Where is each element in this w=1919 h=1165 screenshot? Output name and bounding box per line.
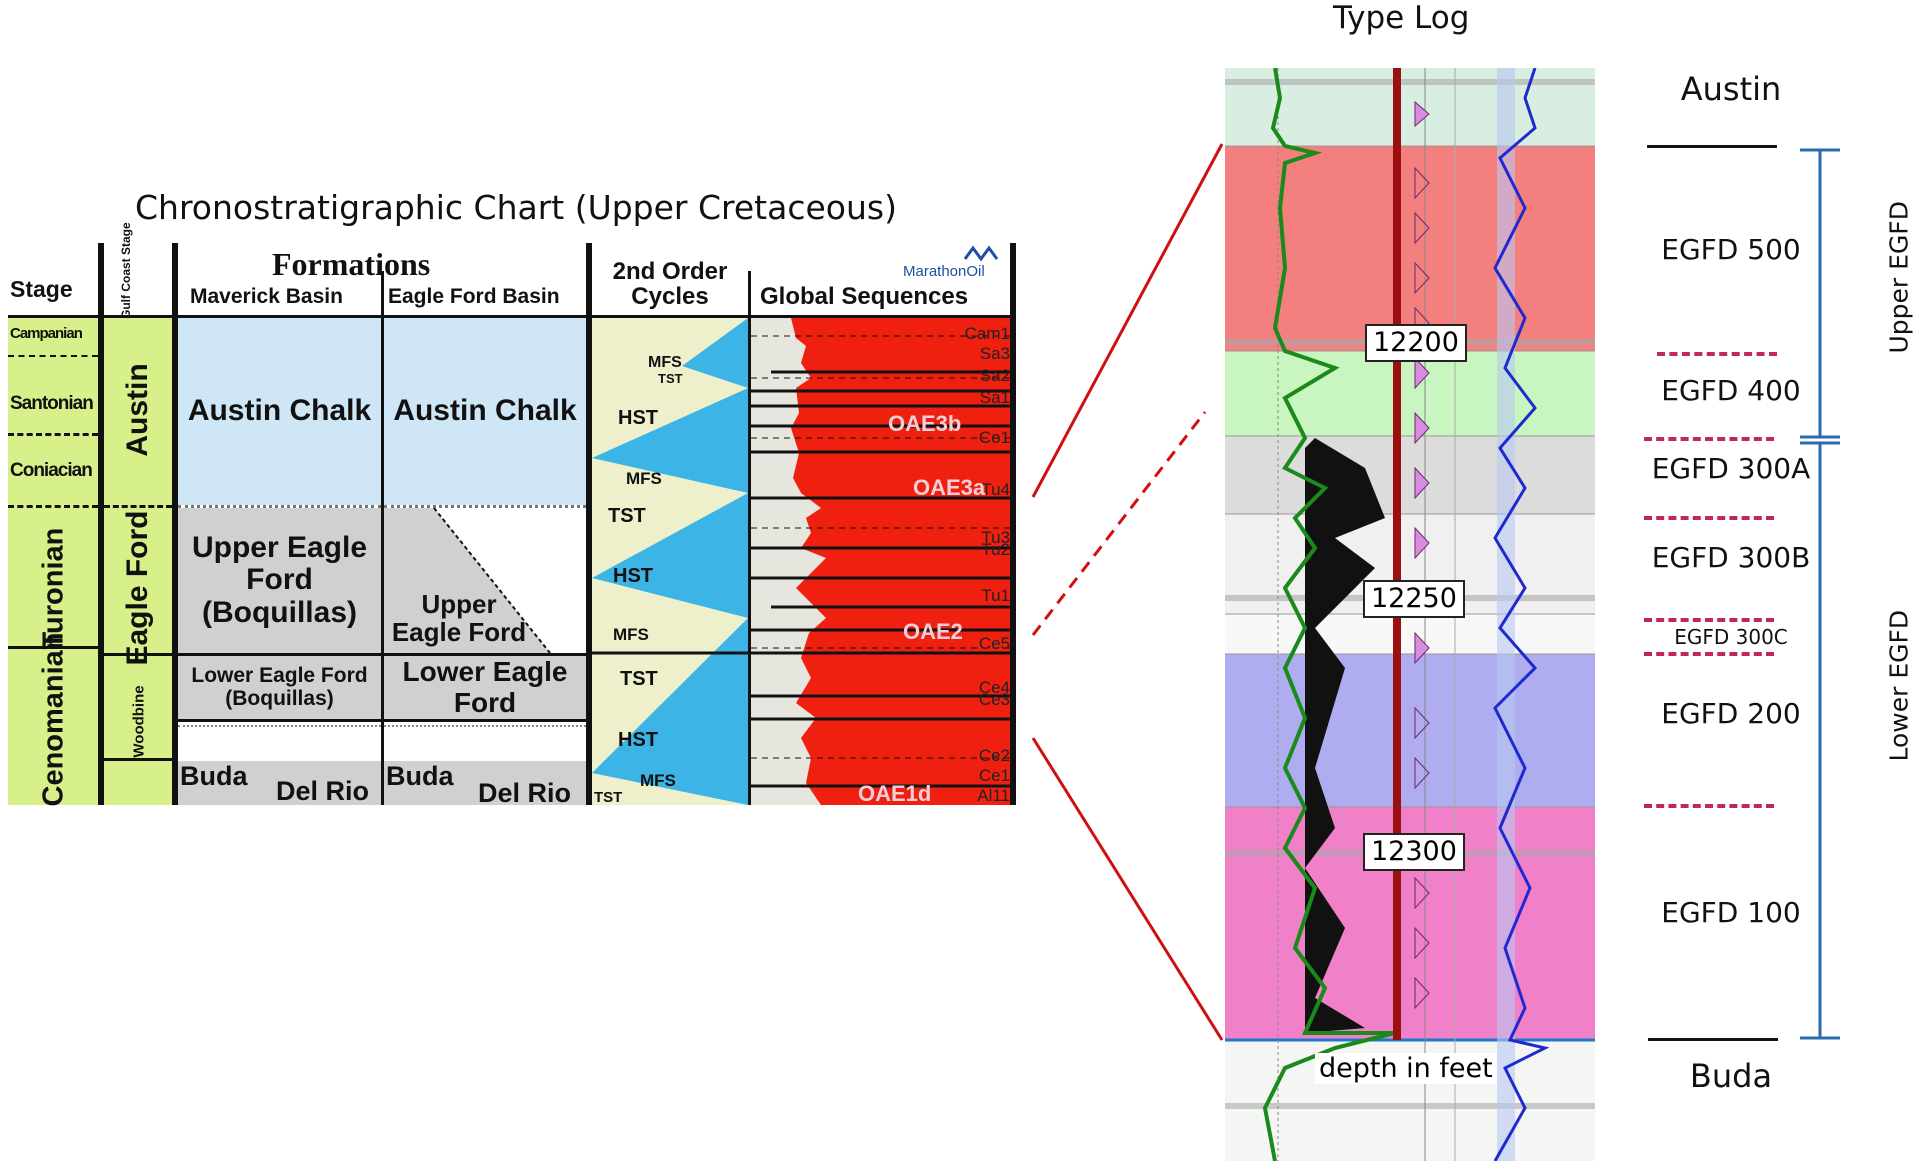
cycle-tst-3: TST — [620, 668, 658, 690]
group-upper-egfd: Upper EGFD — [1884, 201, 1914, 354]
unit-austin: Austin — [1680, 70, 1782, 108]
eagleford-lower-eagle-ford: Lower Eagle Ford — [384, 656, 586, 719]
seq-sa3: Sa3 — [979, 344, 1010, 363]
stage-campanian: Campanian — [10, 325, 83, 342]
unit-egfd-400: EGFD 400 — [1661, 374, 1801, 407]
depth-label-12250: 12250 — [1363, 580, 1465, 618]
unit-egfd-300c: EGFD 300C — [1674, 625, 1788, 649]
marathon-logo: MarathonOil — [903, 245, 1003, 280]
cycle-mfs-1: MFS — [648, 354, 682, 371]
cycle-hst-3: HST — [618, 729, 658, 751]
unit-egfd-500: EGFD 500 — [1661, 233, 1801, 266]
seq-ce1: Ce1 — [978, 766, 1010, 785]
global-sequences-header: Global Sequences — [760, 283, 969, 310]
eagleford-wedge — [384, 508, 551, 653]
maverick-lower-eagle-ford: Lower Eagle Ford (Boquillas) — [178, 656, 381, 719]
depth-label-12300: 12300 — [1363, 833, 1465, 871]
seq-tu1: Tu1 — [981, 586, 1010, 605]
stage-coniacian: Coniacian — [10, 460, 93, 481]
formations-header: Formations — [272, 246, 431, 282]
seq-ce4: Ce4 — [978, 678, 1010, 697]
cycle-mfs-3: MFS — [613, 625, 649, 644]
depth-caption: depth in feet — [1315, 1053, 1497, 1084]
oae1d-label: OAE1d — [858, 781, 932, 806]
cycle-tst-4: TST — [594, 789, 623, 806]
eagleford-header: Eagle Ford Basin — [388, 285, 560, 308]
seq-tu3: Tu3 — [981, 528, 1010, 547]
seq-co1: Co1 — [978, 428, 1010, 447]
seq-tu4: Tu4 — [981, 480, 1010, 499]
eagleford-del-rio: Del Rio — [478, 778, 572, 808]
eagleford-upper-eagle-ford: Upper Eagle Ford — [391, 588, 527, 647]
unit-buda: Buda — [1689, 1057, 1773, 1095]
oae3a-label: OAE3a — [913, 475, 986, 500]
depth-label-12200: 12200 — [1365, 324, 1467, 362]
maverick-buda: Buda — [180, 761, 248, 791]
seq-sa1: Sa1 — [979, 388, 1010, 407]
seq-al11: Al11 — [977, 786, 1010, 805]
stage-santonian: Santonian — [10, 393, 94, 414]
sequence-labels: Cam1 Sa3 Sa2 Sa1 Co1 Tu4 Tu3 Tu2 Tu1 Ce5… — [751, 318, 1010, 805]
oae2-label: OAE2 — [903, 619, 963, 644]
seq-tu2: Tu2 — [981, 540, 1010, 559]
group-brackets — [1800, 148, 1840, 1040]
seq-ce2: Ce2 — [978, 746, 1010, 765]
cycle-mfs-4: MFS — [640, 771, 676, 790]
group-lower-egfd: Lower EGFD — [1884, 609, 1914, 762]
cycles-header: 2nd Order Cycles — [612, 258, 728, 311]
cycles-column — [592, 318, 748, 805]
global-sequences-plot — [751, 318, 1010, 805]
maverick-austin-chalk: Austin Chalk — [178, 318, 381, 505]
unit-egfd-200: EGFD 200 — [1661, 697, 1801, 730]
seq-ce5: Ce5 — [978, 634, 1010, 653]
type-log-title: Type Log — [1333, 0, 1470, 36]
eagleford-buda: Buda — [386, 761, 454, 791]
seq-cam1: Cam1 — [964, 324, 1010, 343]
unit-egfd-100: EGFD 100 — [1661, 896, 1801, 929]
type-log-panel: 12200 12250 12300 depth in feet — [1225, 67, 1595, 1162]
seq-ce3: Ce3 — [978, 690, 1010, 709]
eagleford-austin-chalk: Austin Chalk — [384, 318, 586, 505]
chronostratigraphic-chart: Stage Gulf Coast Stage Formations Maveri… — [8, 222, 1016, 808]
maverick-header: Maverick Basin — [190, 285, 343, 308]
seq-sa2: Sa2 — [979, 366, 1010, 385]
cycle-hst-2: HST — [613, 565, 653, 587]
maverick-del-rio: Del Rio — [276, 776, 370, 806]
cycle-mfs-2: MFS — [626, 469, 662, 488]
stage-header: Stage — [10, 276, 73, 302]
cycle-hst-1: HST — [618, 407, 658, 429]
cycle-tst-2: TST — [608, 505, 646, 527]
unit-egfd-300a: EGFD 300A — [1651, 452, 1811, 485]
cycle-tst-1: TST — [658, 371, 683, 386]
chrono-chart-title: Chronostratigraphic Chart (Upper Cretace… — [135, 188, 897, 227]
oae3b-label: OAE3b — [888, 411, 962, 436]
unit-egfd-300b: EGFD 300B — [1651, 541, 1811, 574]
maverick-upper-eagle-ford: Upper Eagle Ford (Boquillas) — [178, 508, 381, 653]
